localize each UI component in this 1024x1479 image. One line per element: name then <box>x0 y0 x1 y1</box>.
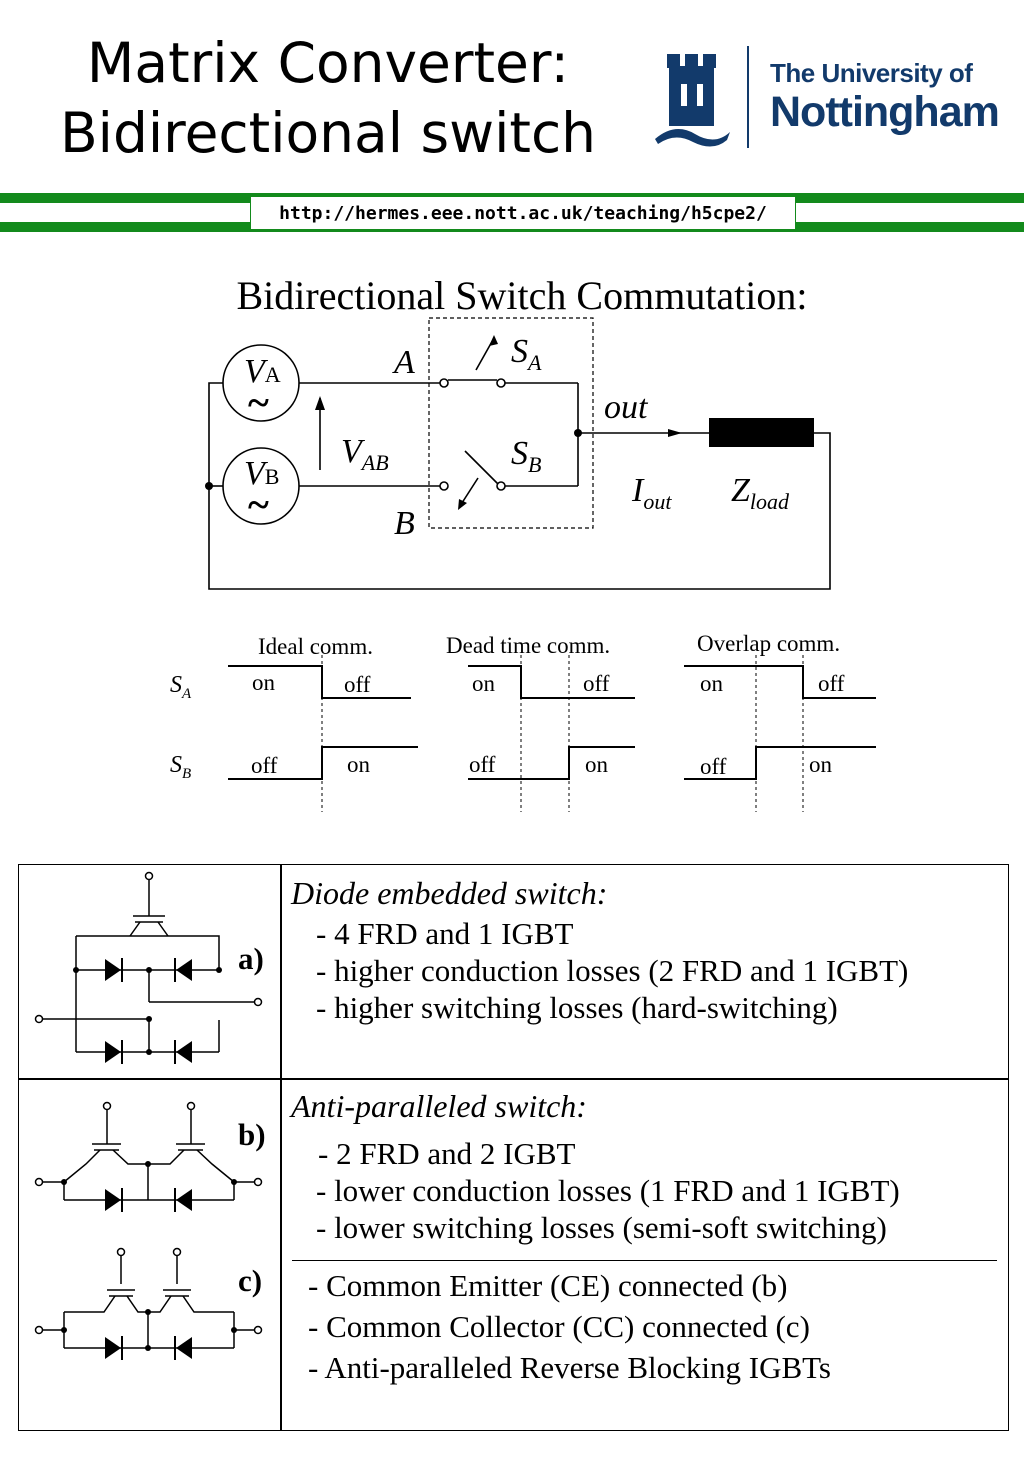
svg-text:SB: SB <box>511 435 541 477</box>
zload-sub: load <box>750 489 790 514</box>
university-name-line-1: The University of <box>770 58 973 88</box>
ideal-sa-off: off <box>344 672 371 697</box>
overlap-sa-on: on <box>700 671 724 696</box>
ideal-sb-on: on <box>347 752 371 777</box>
commutation-heading: Bidirectional Switch Commutation: <box>236 273 808 318</box>
overlap-sb-off: off <box>700 754 727 779</box>
diode-embedded-item-1: - 4 FRD and 1 IGBT <box>316 916 574 951</box>
vb-tilde: ~ <box>248 482 269 527</box>
label-b: b) <box>238 1117 266 1152</box>
dead-sb-off: off <box>469 752 496 777</box>
iout-sub: out <box>643 489 672 514</box>
ideal-sb-off: off <box>251 753 278 778</box>
ideal-sa-on: on <box>252 670 276 695</box>
sb-sub: B <box>528 452 541 477</box>
dead-time-comm-title: Dead time comm. <box>446 633 610 658</box>
switch-comparison-table <box>18 864 1009 1431</box>
table-divider-horizontal <box>18 1078 1009 1080</box>
dead-sa-off: off <box>583 671 610 696</box>
va-tilde: ~ <box>248 380 269 425</box>
svg-text:SA: SA <box>511 333 542 375</box>
diode-embedded-item-3: - higher switching losses (hard-switchin… <box>316 990 838 1025</box>
overlap-sa-off: off <box>818 671 845 696</box>
switch-schematics <box>34 871 263 1361</box>
title-line-1: Matrix Converter: <box>86 31 570 95</box>
title-line-2: Bidirectional switch <box>59 101 597 165</box>
overlap-sb-on: on <box>809 752 833 777</box>
table-divider-sub <box>292 1260 997 1261</box>
table-divider-vertical <box>280 864 282 1431</box>
node-b-label: B <box>394 505 415 542</box>
timing-diagrams <box>228 665 876 780</box>
label-c: c) <box>238 1263 263 1298</box>
university-name-line-2: Nottingham <box>770 88 1000 136</box>
timing-sb-sub: B <box>182 766 191 782</box>
timing-sa-sub: A <box>181 686 192 702</box>
sa-label: S <box>511 333 528 370</box>
svg-text:VAB: VAB <box>341 433 389 475</box>
svg-text:Zload: Zload <box>731 472 790 514</box>
anti-paralleled-item-3: - lower switching losses (semi-soft swit… <box>316 1210 887 1245</box>
url-link[interactable]: http://hermes.eee.nott.ac.uk/teaching/h5… <box>250 196 796 230</box>
connection-item-2: - Common Collector (CC) connected (c) <box>308 1309 810 1344</box>
svg-text:SA: SA <box>170 672 192 702</box>
zload-label: Z <box>731 472 751 509</box>
diode-embedded-item-2: - higher conduction losses (2 FRD and 1 … <box>316 953 909 988</box>
commutation-circuit: VA ~ VB ~ A B SA SB VAB out Iout Zload I… <box>170 317 876 812</box>
castle-icon <box>655 54 730 147</box>
load-impedance <box>709 418 814 447</box>
connection-item-1: - Common Emitter (CE) connected (b) <box>308 1268 788 1303</box>
label-a: a) <box>238 941 264 976</box>
vab-sub: AB <box>360 450 389 475</box>
sb-label: S <box>511 435 528 472</box>
anti-paralleled-item-1: - 2 FRD and 2 IGBT <box>318 1136 576 1171</box>
connection-item-3: - Anti-paralleled Reverse Blocking IGBTs <box>308 1350 831 1385</box>
dead-sb-on: on <box>585 752 609 777</box>
sa-sub: A <box>526 350 542 375</box>
page-title: Matrix Converter: Bidirectional switch <box>18 28 638 168</box>
logo-divider <box>747 46 749 148</box>
timing-sa-label: S <box>170 672 182 698</box>
va-sub: A <box>265 362 281 387</box>
out-label: out <box>604 389 649 426</box>
diode-embedded-title: Diode embedded switch: <box>291 875 608 911</box>
vb-sub: B <box>265 464 280 489</box>
ideal-comm-title: Ideal comm. <box>258 634 373 659</box>
svg-text:Iout: Iout <box>631 472 672 514</box>
university-logo <box>655 46 749 148</box>
anti-paralleled-item-2: - lower conduction losses (1 FRD and 1 I… <box>316 1173 900 1208</box>
overlap-comm-title: Overlap comm. <box>697 631 840 656</box>
anti-paralleled-title: Anti-paralleled switch: <box>291 1088 587 1124</box>
timing-sb-label: S <box>170 752 182 778</box>
svg-text:SB: SB <box>170 752 191 782</box>
node-a-label: A <box>392 344 415 381</box>
dead-sa-on: on <box>472 671 496 696</box>
iout-label: I <box>631 472 645 509</box>
